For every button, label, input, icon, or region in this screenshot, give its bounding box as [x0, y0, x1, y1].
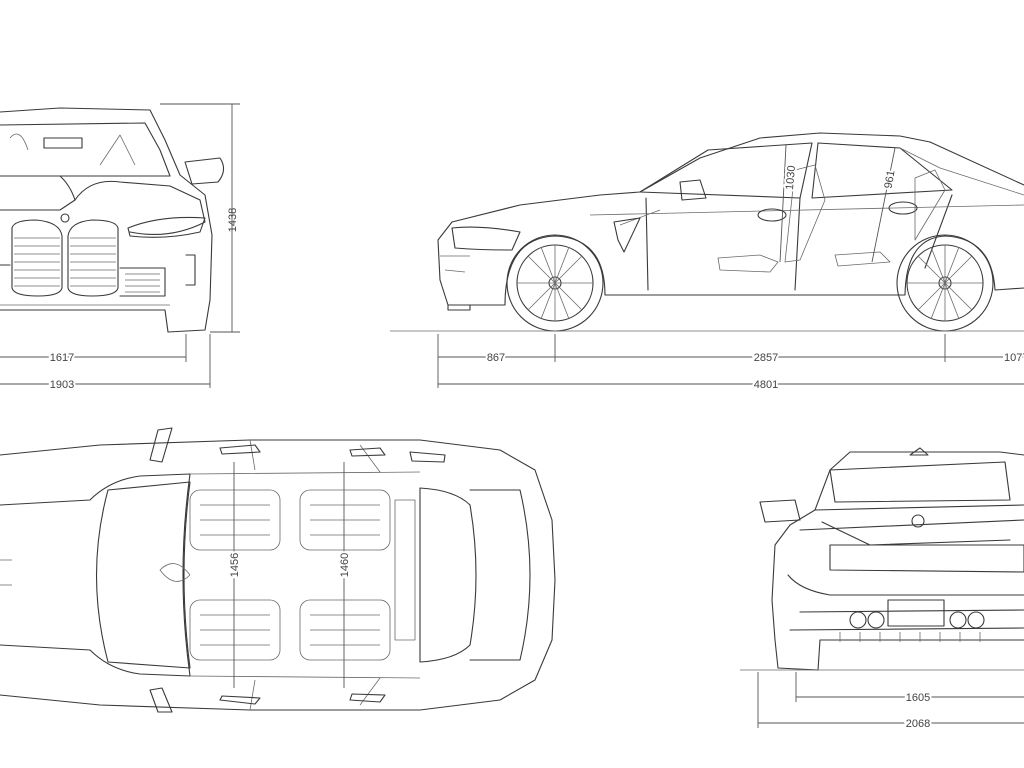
- front-overhang-dimension: 867: [487, 352, 505, 364]
- side-view: [390, 132, 1024, 332]
- side-view-dimension-lines: [437, 144, 1024, 388]
- front-headroom-dimension: 1030: [784, 165, 798, 190]
- rear-width-dimension: 2068: [906, 718, 930, 730]
- front-view: [0, 107, 225, 333]
- height-dimension: 1438: [227, 208, 239, 232]
- length-dimension: 4801: [754, 379, 778, 391]
- rear-view-dimension-lines: [757, 672, 1024, 728]
- front-width-dimension: 1903: [50, 379, 74, 391]
- rear-shoulder-dimension: 1460: [339, 553, 351, 577]
- front-track-dimension: 1617: [50, 352, 74, 364]
- rear-overhang-dimension: 1077: [1004, 352, 1024, 364]
- rear-view: [740, 447, 1024, 671]
- wheelbase-dimension: 2857: [754, 352, 778, 364]
- front-shoulder-dimension: 1456: [229, 553, 241, 577]
- front-view-dimension-lines: [0, 103, 240, 388]
- top-view: [0, 427, 556, 713]
- rear-track-dimension: 1605: [906, 692, 930, 704]
- rear-headroom-dimension: 961: [883, 169, 898, 189]
- top-view-dimension-lines: [233, 462, 345, 688]
